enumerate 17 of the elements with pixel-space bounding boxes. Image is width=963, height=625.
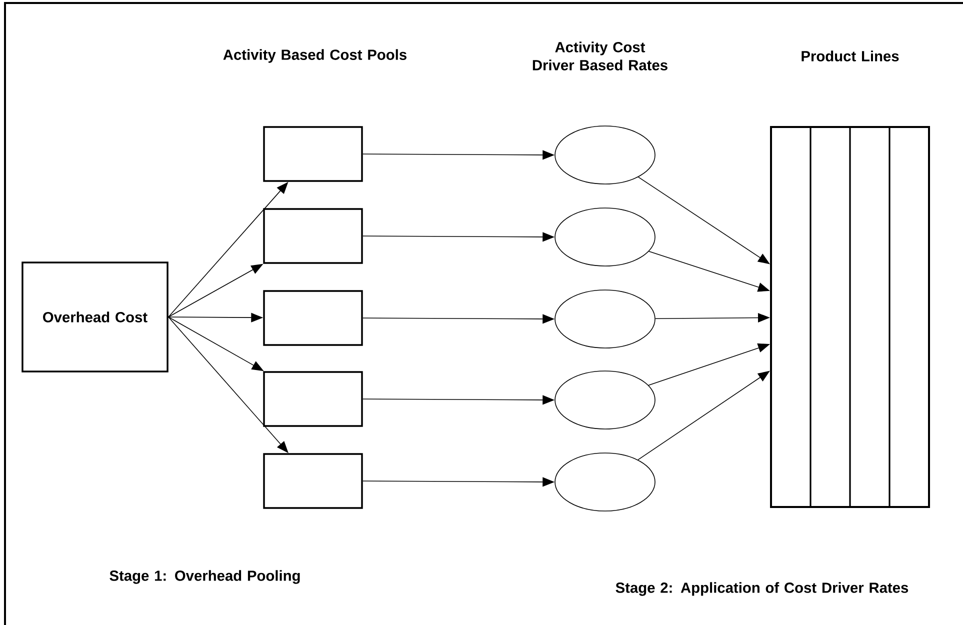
cost-pool-box [263,371,363,427]
cost-box: Overhead Cost [22,262,168,372]
node-label: Product Lines [802,50,899,62]
cost-pool-box [263,208,363,264]
rate-ellipse [554,370,656,430]
rate-ellipse [554,126,656,184]
cost-pool-box [263,126,363,182]
column-heading: Activity Based Cost Pools [223,49,406,63]
stage-caption: Stage 2: Application of Cost Driver Rates [616,582,908,596]
rate-ellipse [554,208,656,266]
cost-pool-box [263,290,363,346]
cost-pool-box [263,453,363,509]
rate-ellipse [554,290,656,348]
stage-caption: Stage 1: Overhead Pooling [110,570,300,584]
product-lines-box: Product Lines [770,50,930,508]
column-heading: Activity Cost Driver Based Rates [532,42,668,70]
rate-ellipse [554,452,656,512]
